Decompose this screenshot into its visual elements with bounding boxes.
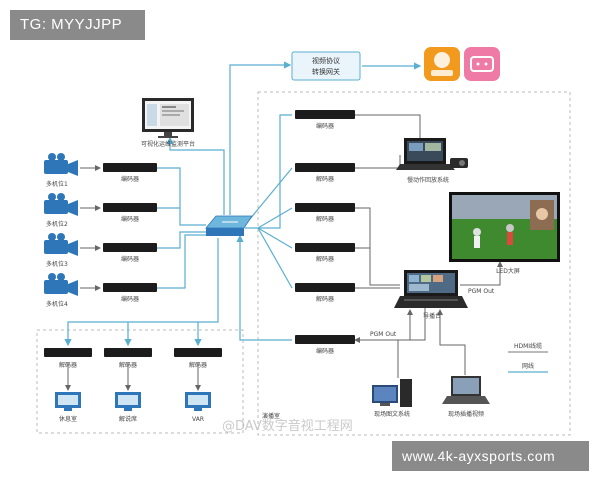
camera-encoder-1-label: 编码器 [121,175,139,183]
output-decoder-2-label: 解码器 [119,361,137,369]
output-monitor-1-icon [55,392,81,411]
camera-column: 多机位1 多机位2 多机位3 多机位4 编码器 编码器 编码器 [44,153,157,308]
field-graphics-label: 现场图文系统 [374,410,410,418]
legend: HDMI线缆 网线 [508,342,548,373]
director-label: 导播台 [423,312,441,320]
playback-system-label: 慢动作回放系统 [407,176,449,184]
pgm-encoder [295,335,355,344]
camera-encoder-3 [103,243,157,252]
studio-decoder-1-label: 解码器 [316,175,334,183]
camera-encoder-3-label: 编码器 [121,255,139,263]
camera-2-label: 多机位2 [46,220,68,228]
studio-encoder-top-label: 编码器 [316,122,334,130]
studio-encoder-top [295,110,355,119]
camera-encoder-2 [103,203,157,212]
output-monitor-3-icon [185,392,211,411]
output-decoder-3 [174,348,222,357]
studio-label: 演播室 [262,412,280,420]
app-logo-bilibili [464,47,500,81]
camera-3-icon [44,233,78,256]
studio-decoder-4-label: 解码器 [316,295,334,303]
network-switch-icon [205,215,253,236]
studio-decoder-3 [295,243,355,252]
studio-decoder-2-label: 解码器 [316,215,334,223]
camera-1-icon [44,153,78,176]
output-decoder-1 [44,348,92,357]
camera-encoder-1 [103,163,157,172]
field-graphics-pc-icon [372,379,412,407]
pgm-out-label-upper: PGM Out [468,288,495,295]
legend-network-label: 网线 [522,362,534,370]
camera-4-label: 多机位4 [46,300,68,308]
field-video-laptop-icon [442,376,490,404]
header-tag: TG: MYYJJPP [10,10,145,40]
camera-2-icon [44,193,78,216]
output-1-label: 休息室 [59,415,77,423]
output-zone [36,329,244,434]
camera-4-icon [44,273,78,296]
output-3-label: VAR [192,416,204,423]
studio-decoder-1 [295,163,355,172]
camera-1-label: 多机位1 [46,180,68,188]
output-monitor-2-icon [115,392,141,411]
output-decoder-3-label: 解码器 [189,361,207,369]
app-logo-orange [424,47,460,81]
director-switcher-icon [394,270,468,308]
pgm-out-label-lower: PGM Out [370,331,397,338]
protocol-gateway-line2: 转换网关 [312,67,340,76]
monitor-platform-label: 可视化运维监测平台 [141,140,195,148]
playback-controller-icon [450,158,468,168]
output-decoder-2 [104,348,152,357]
studio-zone [257,91,571,436]
legend-hdmi-label: HDMI线缆 [514,342,542,350]
field-video-label: 现场插播视频 [448,410,484,418]
led-screen-icon [449,192,560,262]
camera-encoder-2-label: 编码器 [121,215,139,223]
playback-laptop-icon [396,138,455,170]
studio-decoder-2 [295,203,355,212]
output-2-label: 解说席 [119,415,137,423]
footer-site-tag: www.4k-ayxsports.com [392,441,589,471]
camera-encoder-4 [103,283,157,292]
pgm-encoder-label: 编码器 [316,347,334,355]
studio-decoder-3-label: 解码器 [316,255,334,263]
monitor-platform-icon [142,98,194,138]
watermark-text: @DAV数字音视工程网 [222,418,353,434]
output-decoder-1-label: 解码器 [59,361,77,369]
protocol-gateway-box [291,51,361,81]
studio-decoder-4 [295,283,355,292]
camera-encoder-4-label: 编码器 [121,295,139,303]
protocol-gateway-line1: 视频协议 [312,56,340,65]
led-screen-label: LED大屏 [496,267,520,275]
camera-3-label: 多机位3 [46,260,68,268]
